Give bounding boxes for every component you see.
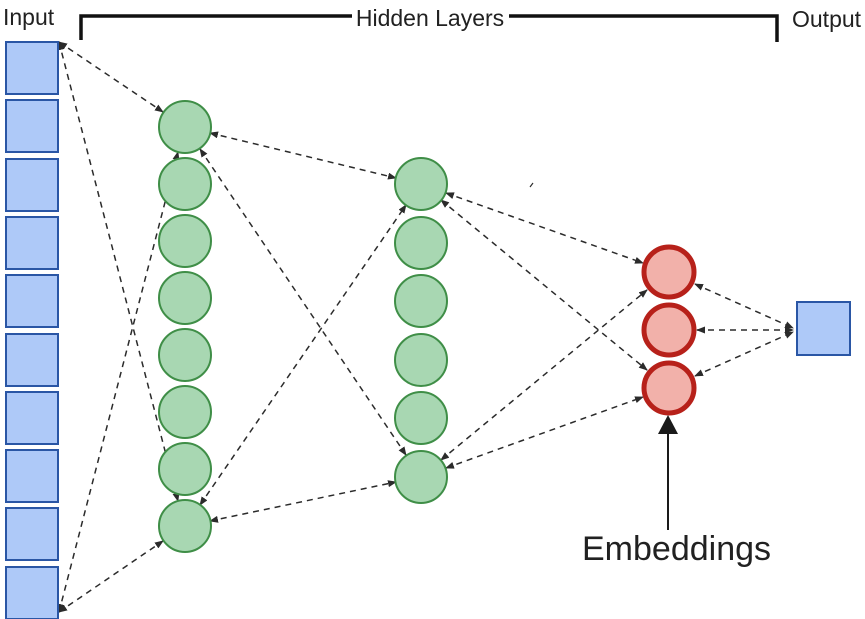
hidden1-node [158,385,212,439]
connection-line [440,199,648,371]
input-node [5,274,59,328]
hidden1-node [158,328,212,382]
hidden1-node [158,214,212,268]
input-label: Input [3,4,55,30]
input-node [5,391,59,445]
hidden1-node [158,442,212,496]
hidden1-node [158,499,212,553]
connection-line [209,480,397,523]
embedding-node [641,302,697,358]
hidden-layers-label: Hidden Layers [356,5,504,31]
input-node [5,566,59,619]
connection-line [199,148,407,456]
output-node [796,301,851,356]
input-node [5,333,59,387]
input-node [5,449,59,503]
connection-line [199,204,407,506]
connections-group [57,41,794,613]
embeddings-arrowhead-icon [658,415,678,434]
hidden2-node [394,333,448,387]
input-node [5,158,59,212]
hidden2-node [394,450,448,504]
hidden1-node [158,271,212,325]
hidden1-node [158,157,212,211]
stray-mark [529,182,534,188]
output-label: Output [792,6,862,32]
hidden2-node [394,391,448,445]
input-node [5,507,59,561]
connection-line [694,331,794,377]
connection-line [58,540,164,613]
input-node [5,41,59,95]
embedding-layer [641,244,697,416]
output-node-group [796,301,851,356]
embedding-node [641,244,697,300]
embeddings-annotation [658,415,678,530]
embeddings-label: Embeddings [582,530,771,568]
connection-line [58,41,164,113]
hidden2-node [394,274,448,328]
hidden2-node [394,157,448,211]
hidden-layer-1 [158,100,212,553]
connection-line [209,131,397,180]
hidden1-node [158,100,212,154]
connection-line [57,41,180,502]
input-layer [5,41,59,619]
connection-line [440,289,648,461]
hidden-layers-bracket [79,14,779,42]
connection-line [445,396,644,469]
embedding-node [641,360,697,416]
input-node [5,216,59,270]
connection-line [57,151,180,613]
hidden2-node [394,216,448,270]
hidden-layer-2 [394,157,448,504]
connection-line [694,283,794,329]
input-node [5,99,59,153]
